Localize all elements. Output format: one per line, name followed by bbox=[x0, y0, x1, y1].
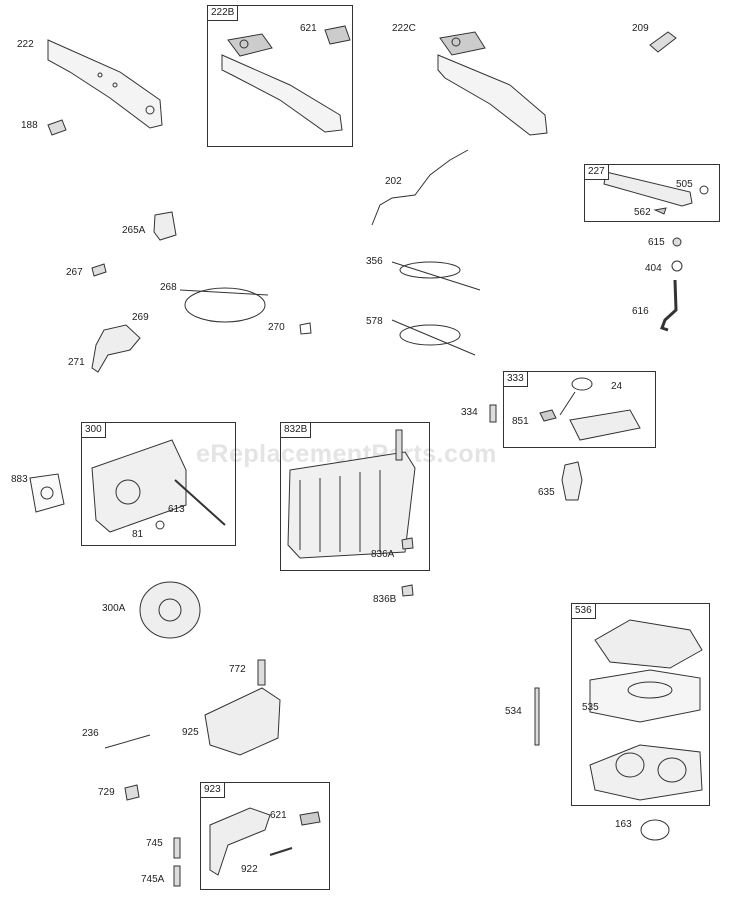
part-label: 745A bbox=[141, 874, 165, 885]
spring-209-icon bbox=[649, 31, 677, 53]
part-label: 202 bbox=[385, 176, 402, 187]
part-label: 404 bbox=[645, 263, 662, 274]
group-label: 536 bbox=[571, 603, 596, 619]
fitting-635-icon bbox=[561, 461, 583, 501]
group-label: 923 bbox=[200, 782, 225, 798]
part-label: 271 bbox=[68, 357, 85, 368]
part-label: 222C bbox=[392, 23, 416, 34]
part-label: 270 bbox=[268, 322, 285, 333]
part-label: 236 bbox=[82, 728, 99, 739]
part-label: 300A bbox=[102, 603, 126, 614]
part-label: 269 bbox=[132, 312, 149, 323]
part-label: 267 bbox=[66, 267, 83, 278]
screw-836B-icon bbox=[401, 584, 414, 597]
part-label: 265A bbox=[122, 225, 146, 236]
part-label: 635 bbox=[538, 487, 555, 498]
group-label: 333 bbox=[503, 371, 528, 387]
part-label: 81 bbox=[132, 529, 144, 540]
part-label: 729 bbox=[98, 787, 115, 798]
nut-615-icon bbox=[672, 237, 682, 247]
part-label: 334 bbox=[461, 407, 478, 418]
screw-267-icon bbox=[91, 263, 107, 277]
group-box-923: 923 bbox=[200, 782, 330, 890]
screw-745A-icon bbox=[173, 865, 181, 887]
part-label: 621 bbox=[300, 23, 317, 34]
part-label: 163 bbox=[615, 819, 632, 830]
gasket-883-icon bbox=[29, 473, 65, 513]
rod-202-icon bbox=[371, 149, 469, 226]
part-label: 836A bbox=[371, 549, 395, 560]
part-label: 188 bbox=[21, 120, 38, 131]
part-label: 772 bbox=[229, 664, 246, 675]
group-label: 300 bbox=[81, 422, 106, 438]
group-box-333: 333 bbox=[503, 371, 656, 448]
bracket-265A-icon bbox=[153, 211, 177, 241]
screw-334-icon bbox=[489, 404, 497, 423]
part-label: 616 bbox=[632, 306, 649, 317]
link-236-icon bbox=[104, 734, 151, 749]
part-label: 836B bbox=[373, 594, 397, 605]
gasket-163-icon bbox=[640, 819, 670, 841]
bolt-188-icon bbox=[47, 119, 67, 136]
group-box-300: 300 bbox=[81, 422, 236, 546]
part-label: 356 bbox=[366, 256, 383, 267]
tank-925-icon bbox=[204, 687, 281, 756]
part-label: 222 bbox=[17, 39, 34, 50]
part-label: 562 bbox=[634, 207, 651, 218]
part-label: 613 bbox=[168, 504, 185, 515]
part-label: 883 bbox=[11, 474, 28, 485]
part-label: 925 bbox=[182, 727, 199, 738]
part-label: 209 bbox=[632, 23, 649, 34]
cable-356-icon bbox=[399, 261, 461, 279]
rod-616-icon bbox=[660, 279, 678, 332]
part-label: 505 bbox=[676, 179, 693, 190]
part-label: 534 bbox=[505, 706, 522, 717]
screw-836A-icon bbox=[401, 537, 414, 550]
group-box-222B: 222B bbox=[207, 5, 353, 147]
washer-404-icon bbox=[671, 260, 683, 272]
muffler-300A-icon bbox=[139, 581, 201, 639]
bracket-222C-icon bbox=[437, 31, 548, 136]
stud-534-icon bbox=[534, 687, 540, 746]
part-label: 621 bbox=[270, 810, 287, 821]
cable-578-icon bbox=[399, 324, 461, 346]
lever-271-icon bbox=[91, 324, 141, 373]
screw-745-icon bbox=[173, 837, 181, 859]
part-label: 24 bbox=[611, 381, 623, 392]
part-label: 535 bbox=[582, 702, 599, 713]
part-label: 615 bbox=[648, 237, 665, 248]
clip-270-icon bbox=[299, 322, 312, 335]
part-label: 268 bbox=[160, 282, 177, 293]
part-label: 578 bbox=[366, 316, 383, 327]
part-label: 922 bbox=[241, 864, 258, 875]
group-label: 832B bbox=[280, 422, 312, 438]
lever-227-icon bbox=[603, 171, 709, 215]
bracket-222B-icon bbox=[221, 25, 351, 133]
clip-729-icon bbox=[124, 784, 140, 801]
group-label: 227 bbox=[584, 164, 609, 180]
bracket-222-icon bbox=[47, 39, 163, 129]
part-label: 745 bbox=[146, 838, 163, 849]
group-label: 222B bbox=[207, 5, 239, 21]
group-box-832B: 832B bbox=[280, 422, 430, 571]
muffler-300-icon bbox=[91, 439, 226, 533]
screen-832B-icon bbox=[287, 429, 416, 559]
bolt-772-icon bbox=[257, 659, 266, 686]
group-box-536: 536 bbox=[571, 603, 710, 806]
part-label: 851 bbox=[512, 416, 529, 427]
group-box-227: 227 bbox=[584, 164, 720, 222]
air-cleaner-536-icon bbox=[589, 619, 703, 801]
cable-268-icon bbox=[184, 287, 266, 323]
governor-333-icon bbox=[539, 377, 641, 441]
bracket-923-icon bbox=[209, 807, 321, 876]
